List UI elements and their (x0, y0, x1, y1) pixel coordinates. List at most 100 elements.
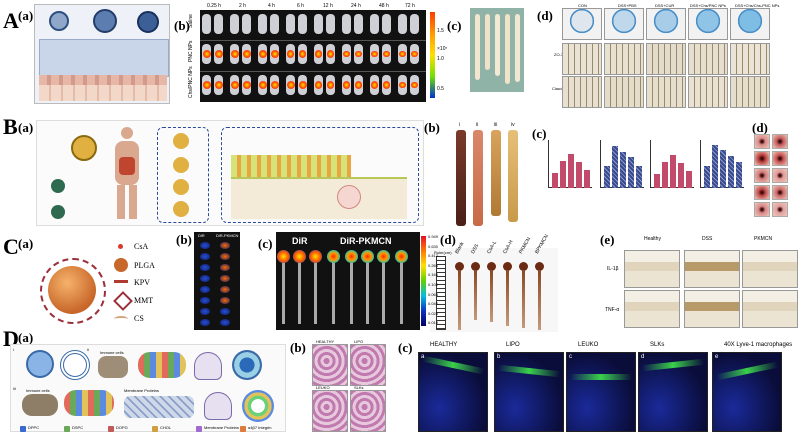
c-fluor-colon-body (350, 258, 353, 324)
a-row-2: Chs/PNC NPs (188, 66, 194, 98)
a-colon-3 (495, 14, 500, 76)
b-bar (654, 173, 660, 188)
d-legend-swatch (152, 426, 158, 432)
c-e-row-1: TNF-α (605, 307, 620, 313)
b-panel-d-label: (d) (752, 120, 768, 135)
d-immune-cell-2 (22, 394, 58, 416)
b-body-leg-r (129, 185, 137, 219)
a-signal (202, 50, 211, 58)
a-stain-tile (730, 43, 770, 75)
a-ivis-divider-2 (200, 71, 426, 72)
d-roman-0: i (13, 347, 14, 352)
c-e-col-1: DSS (702, 236, 713, 242)
c-scale-tick: 0.166 (428, 272, 439, 278)
a-signal (326, 50, 335, 58)
c-fluor-colon-head (361, 250, 374, 263)
a-mouse (382, 14, 391, 34)
d-caption-1: Immune cells (26, 388, 50, 393)
a-panel-c-label: (c) (447, 18, 462, 33)
b-villi (231, 155, 351, 177)
c-fluor-colon-head (377, 250, 390, 263)
c-panel-b-label: (b) (176, 232, 192, 247)
c-ihc-tile (624, 290, 680, 328)
b-np-icon (71, 135, 97, 161)
b-bar (568, 153, 574, 188)
b-bar (678, 163, 684, 188)
a-mouse (258, 14, 267, 34)
d-legend-swatch (240, 426, 246, 432)
c-fluor-colon-body (382, 258, 385, 324)
d-liposome-1 (26, 350, 54, 378)
a-stain-tile (688, 76, 728, 108)
c-fluor-colon-head (309, 250, 322, 263)
c-legend-plga: PLGA (134, 261, 155, 270)
a-d-col-4: DSS+Chs/Chs-PNC NPs (735, 3, 780, 8)
c-np-shell (40, 258, 106, 324)
c-scale-tick: 0.630 (428, 243, 439, 249)
b-bar (704, 166, 710, 188)
b-bar (720, 150, 726, 188)
a-signal (382, 81, 391, 89)
d-hist-tile (312, 344, 348, 386)
c-organ-spot (200, 286, 210, 293)
a-signal (214, 50, 223, 58)
c-fluor-colon-head (395, 250, 408, 263)
a-mouse (270, 14, 279, 34)
c-fluor-colon-body (332, 258, 335, 324)
d-hist-title: SLKs (354, 385, 364, 390)
b-body-head (121, 127, 133, 139)
c-d-colon-body (506, 270, 509, 326)
c-legend-icon-plga (114, 258, 128, 272)
b-bar (612, 146, 618, 188)
b-cell-1 (51, 179, 65, 193)
a-np-2 (93, 9, 117, 33)
c-b-col-0: DiR (198, 233, 205, 238)
d-leukosome (232, 350, 262, 380)
a-mouse (370, 14, 379, 34)
b-process-np-2 (173, 157, 189, 173)
section-a-label: A (3, 8, 19, 33)
d-legend-swatch (196, 426, 202, 432)
b-bar (604, 166, 610, 188)
b-endoscopy-tile (772, 202, 788, 217)
a-stain-tile (604, 43, 644, 75)
b-panel-b-label: (b) (424, 120, 440, 135)
c-ihc-tile (742, 250, 798, 288)
b-bar (552, 172, 558, 188)
d-fluor-title: SLKs (650, 342, 665, 348)
c-fluor-colon-head (327, 250, 340, 263)
a-signal (399, 81, 406, 89)
c-ihc-tile (684, 290, 740, 328)
c-legend-mmt: MMT (134, 296, 154, 305)
c-organ-spot (220, 286, 230, 293)
b-colon-iv (508, 130, 518, 222)
a-mouse (398, 14, 407, 34)
a-stain-tile (604, 8, 644, 40)
a-stain-tile (730, 76, 770, 108)
c-fluor-colon-body (366, 258, 369, 324)
d-protein-mix (124, 396, 194, 418)
d-fluor-tile (566, 352, 636, 432)
c-d-colon-head (471, 262, 480, 271)
d-fluor-letter: a (421, 354, 425, 360)
c-ihc-tile (624, 250, 680, 288)
a-d-col-3: DSS+Chs/PNC NPs (690, 3, 726, 8)
c-d-colon-body (538, 270, 541, 330)
c-organ-spot (200, 275, 210, 282)
a-stain-tile (688, 43, 728, 75)
c-colon-imaging: DiR DiR-PKMCN (276, 232, 420, 330)
c-legend-cs: CS (134, 314, 144, 323)
a-mouse (314, 14, 323, 34)
d-legend-swatch (108, 426, 114, 432)
c-scale-tick: 0.412 (428, 253, 439, 259)
c-b-col-1: DiR-PKMCN (216, 233, 239, 238)
a-stain-tile (646, 8, 686, 40)
c-ihc-tile (684, 250, 740, 288)
a-panel-b-label: (b) (174, 18, 190, 33)
a-stain-tile (562, 8, 602, 40)
d-legend-label: DOPG (116, 425, 128, 430)
c-ruler-label: Ruler(cm) (434, 250, 452, 255)
c-panel-a-label: (a) (18, 236, 34, 251)
a-signal (314, 81, 323, 89)
b-bar (736, 162, 742, 188)
